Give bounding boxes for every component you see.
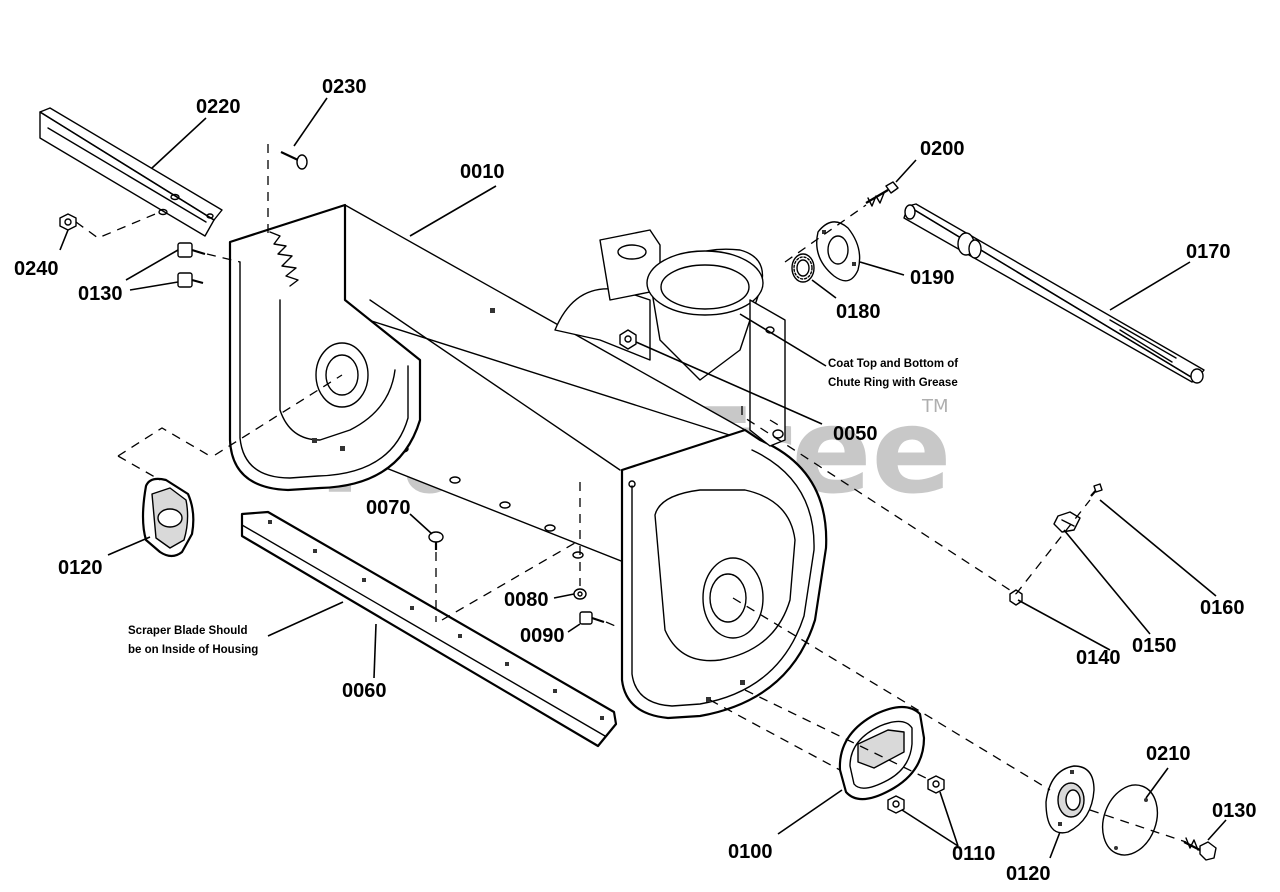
callout-0210[interactable]: 0210 [1146, 743, 1191, 765]
callout-0050[interactable]: 0050 [833, 423, 878, 445]
callout-0200[interactable]: 0200 [920, 138, 965, 160]
part-0060-scraper-blade [240, 510, 618, 748]
part-0120-flange-right [1045, 765, 1095, 834]
part-0210-cover [1101, 784, 1159, 856]
part-0160-bolt [1090, 483, 1103, 497]
callout-0230[interactable]: 0230 [322, 76, 367, 98]
note-scraper-blade-line2: be on Inside of Housing [128, 644, 258, 656]
callout-0100[interactable]: 0100 [728, 841, 773, 863]
callout-0240[interactable]: 0240 [14, 258, 59, 280]
watermark-trademark: TM [921, 396, 949, 417]
callout-0130-left[interactable]: 0130 [78, 283, 123, 305]
part-0150-pin [1053, 511, 1081, 533]
part-0080-nut [573, 588, 587, 600]
callout-0120-right[interactable]: 0120 [1006, 863, 1051, 885]
part-0120-flange-left [141, 477, 195, 558]
part-0010-housing [228, 203, 828, 720]
part-0170-shaft [903, 203, 1205, 384]
callout-0120-left[interactable]: 0120 [58, 557, 103, 579]
alignment-lines [75, 144, 1187, 843]
note-scraper-blade-line1: Scraper Blade Should [128, 625, 248, 637]
part-0140-nut [1009, 589, 1023, 606]
callout-0090[interactable]: 0090 [520, 625, 565, 647]
callout-0160[interactable]: 0160 [1200, 597, 1245, 619]
note-chute-grease-line2: Chute Ring with Grease [828, 377, 958, 389]
part-0220-rail [39, 107, 223, 237]
part-0130-bolt-right [1183, 837, 1217, 861]
part-0200-bolt [865, 181, 899, 207]
part-0110-nut-upper [927, 775, 945, 794]
callout-0220[interactable]: 0220 [196, 96, 241, 118]
part-0110-nut-lower [887, 795, 905, 814]
part-0130-bolt-lower [177, 272, 204, 288]
callout-0010[interactable]: 0010 [460, 161, 505, 183]
callout-0080[interactable]: 0080 [504, 589, 549, 611]
note-chute-grease-line1: Coat Top and Bottom of [828, 358, 958, 370]
callout-0110[interactable]: 0110 [952, 843, 995, 865]
part-0240-nut [59, 213, 77, 231]
callout-0180[interactable]: 0180 [836, 301, 881, 323]
callout-0190[interactable]: 0190 [910, 267, 955, 289]
callout-0140[interactable]: 0140 [1076, 647, 1121, 669]
callout-0130-right[interactable]: 0130 [1212, 800, 1257, 822]
callout-0070[interactable]: 0070 [366, 497, 411, 519]
part-0100-skid-shoe [838, 705, 926, 801]
part-0070-bolt [428, 531, 444, 550]
leader-lines [59, 97, 1227, 859]
part-0130-bolt-upper [177, 242, 206, 258]
part-0090-bolt [579, 611, 605, 625]
callout-0150[interactable]: 0150 [1132, 635, 1177, 657]
callout-0060[interactable]: 0060 [342, 680, 387, 702]
part-0180-bearing [791, 253, 815, 283]
part-0190-flange [816, 221, 861, 282]
callout-0170[interactable]: 0170 [1186, 241, 1231, 263]
part-0230-bolt [280, 151, 308, 170]
